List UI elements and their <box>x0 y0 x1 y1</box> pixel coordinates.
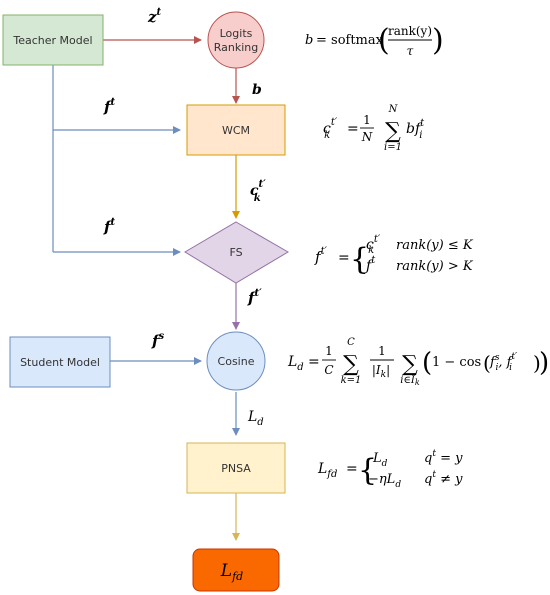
logits-label-line2: Ranking <box>214 41 259 54</box>
svg-text:τ: τ <box>407 44 414 58</box>
svg-text:|Ik|: |Ik| <box>372 363 390 380</box>
svg-text:=: = <box>347 121 359 137</box>
svg-text:): ) <box>533 351 541 375</box>
svg-text:{: { <box>350 242 369 277</box>
wcm-node: WCM <box>186 104 286 156</box>
svg-text:C: C <box>347 337 355 348</box>
svg-text:∑: ∑ <box>385 119 401 144</box>
svg-text:ft′: ft′ <box>314 246 328 266</box>
svg-text:k=1: k=1 <box>341 375 362 386</box>
svg-text:qt ≠ y: qt ≠ y <box>424 470 463 487</box>
svg-text:1 − cos: 1 − cos <box>432 355 481 370</box>
svg-text:=: = <box>308 354 320 370</box>
wcm-label: WCM <box>222 124 250 137</box>
svg-text:Ld: Ld <box>372 451 388 469</box>
pnsa-node: PNSA <box>186 442 286 494</box>
edge-label-ftprime: ft′ <box>247 288 262 307</box>
svg-text:(: ( <box>483 351 491 375</box>
formula-fs: ft′ = { ct′k rank(y) ≤ K ft rank(y) > K <box>314 234 474 277</box>
svg-text:ct′k: ct′k <box>366 234 381 256</box>
svg-text:rank(y) > K: rank(y) > K <box>396 259 474 274</box>
svg-text:rank(y): rank(y) <box>388 24 432 38</box>
svg-text:1: 1 <box>378 344 386 358</box>
edge-label-ckt: ct′k <box>250 179 266 204</box>
edge-label-ft-fs: ft <box>103 217 115 236</box>
logits-ranking-node: Logits Ranking <box>207 11 265 69</box>
svg-text:fsi, ft′i: fsi, ft′i <box>489 352 517 373</box>
svg-text:i∈Ik: i∈Ik <box>400 375 420 387</box>
teacher-model-node: Teacher Model <box>2 14 104 66</box>
svg-text:=: = <box>338 250 350 266</box>
formula-lfd: Lfd = { Ld qt = y −ηLd qt ≠ y <box>317 449 463 490</box>
svg-text:Ld: Ld <box>287 354 304 373</box>
svg-text:): ) <box>432 23 444 58</box>
svg-text:= softmax: = softmax <box>316 33 384 48</box>
svg-text:N: N <box>388 104 399 115</box>
svg-text:ft: ft <box>365 255 376 274</box>
svg-text:qt = y: qt = y <box>424 449 463 466</box>
student-model-label: Student Model <box>20 356 100 369</box>
svg-text:(: ( <box>422 348 432 378</box>
cosine-label: Cosine <box>218 355 255 368</box>
svg-text:=: = <box>346 461 358 477</box>
svg-text:ct′k: ct′k <box>323 117 338 141</box>
output-lfd-node: Lfd <box>192 548 280 592</box>
svg-text:∑: ∑ <box>343 352 359 377</box>
cosine-node: Cosine <box>206 331 266 391</box>
svg-text:1: 1 <box>363 113 371 127</box>
svg-text:b: b <box>305 33 313 48</box>
student-model-node: Student Model <box>9 336 111 388</box>
teacher-model-label: Teacher Model <box>12 34 92 47</box>
svg-text:Lfd: Lfd <box>317 461 337 480</box>
output-L: L <box>220 561 232 581</box>
svg-text:−ηLd: −ηLd <box>368 472 401 490</box>
formula-b: b = softmax ( rank(y) τ ) <box>305 23 444 58</box>
svg-text:{: { <box>358 453 377 488</box>
output-sub: fd <box>231 570 243 583</box>
fs-node: FS <box>184 221 289 284</box>
svg-text:Lfd: Lfd <box>220 561 243 583</box>
edge-label-b: b <box>252 82 262 98</box>
edge-label-fs: fs <box>151 331 164 350</box>
svg-text:i=1: i=1 <box>384 142 402 153</box>
fs-label: FS <box>229 246 242 259</box>
svg-text:N: N <box>361 130 373 144</box>
edge-label-ld: Ld <box>247 409 264 428</box>
edge-label-zt: zt <box>147 7 162 26</box>
svg-text:C: C <box>324 363 333 377</box>
pnsa-label: PNSA <box>221 462 251 475</box>
svg-text:): ) <box>539 348 549 378</box>
edge-label-ft-wcm: ft <box>103 97 115 116</box>
svg-text:∑: ∑ <box>402 352 418 377</box>
formula-ld: Ld = 1 C C ∑ k=1 1 |Ik| ∑ i∈Ik ( 1 − cos… <box>287 337 549 387</box>
logits-label-line1: Logits <box>220 27 253 40</box>
svg-text:(: ( <box>378 23 390 58</box>
svg-text:rank(y) ≤ K: rank(y) ≤ K <box>396 238 474 253</box>
svg-text:1: 1 <box>325 344 333 358</box>
